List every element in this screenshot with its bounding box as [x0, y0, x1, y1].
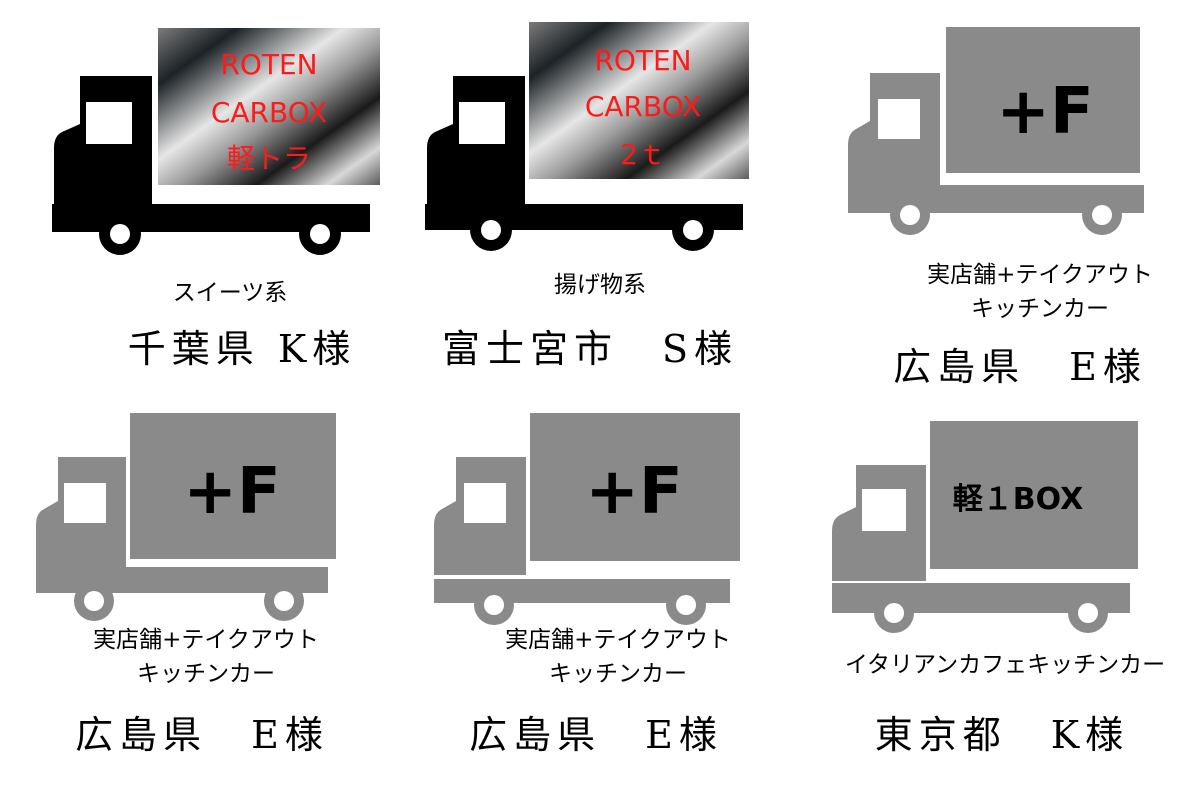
box-label: 軽１BOX	[953, 482, 1083, 517]
truck-illustration-6: 軽１BOX	[832, 421, 1138, 633]
truck-cab-window	[459, 102, 505, 144]
box-label-line-2: CARBOX	[585, 90, 701, 123]
truck-cab-window	[862, 489, 906, 531]
box-label: +F	[996, 75, 1093, 149]
category-line: 実店舗+テイクアウト	[927, 262, 1153, 288]
truck-illustration-1: ROTEN CARBOX 軽トラ	[52, 28, 380, 255]
truck-cargo-box	[130, 413, 336, 559]
customer-name-3: 広島県 E様	[893, 345, 1147, 389]
customer-name-1: 千葉県 K様	[127, 327, 357, 371]
category-caption-6: イタリアンカフェキッチンカー	[820, 648, 1190, 682]
category-line: 揚げ物系	[554, 272, 646, 298]
box-label: +F	[585, 455, 682, 529]
category-caption-3: 実店舗+テイクアウト キッチンカー	[900, 258, 1180, 326]
box-label: +F	[183, 455, 280, 529]
category-caption-2: 揚げ物系	[480, 268, 720, 302]
category-caption-5: 実店舗+テイクアウト キッチンカー	[478, 623, 758, 691]
truck-cab-window	[464, 483, 506, 523]
category-line: キッチンカー	[549, 661, 687, 687]
truck-cargo-box	[946, 27, 1140, 173]
truck-illustration-5: +F	[434, 413, 740, 625]
box-label-line-1: ROTEN	[594, 44, 691, 77]
truck-illustration-2: ROTEN CARBOX 2ｔ	[425, 22, 749, 251]
customer-name-2: 富士宮市 S様	[441, 327, 739, 371]
truck-cargo-box	[930, 421, 1138, 569]
category-line: キッチンカー	[971, 296, 1109, 322]
truck-cab-window	[86, 102, 132, 144]
box-label-line-1: ROTEN	[220, 48, 317, 81]
category-caption-1: スイーツ系	[100, 276, 360, 310]
category-line: キッチンカー	[137, 661, 275, 687]
truck-cargo-box	[158, 28, 380, 185]
category-caption-4: 実店舗+テイクアウト キッチンカー	[66, 623, 346, 691]
truck-illustration-4: +F	[36, 413, 336, 621]
box-label-line-3: 軽トラ	[227, 142, 311, 175]
category-line: 実店舗+テイクアウト	[505, 627, 731, 653]
customer-name-6: 東京都 K様	[874, 713, 1130, 757]
customer-name-4: 広島県 E様	[75, 713, 329, 757]
truck-cargo-box	[529, 22, 749, 179]
truck-cab-window	[64, 483, 106, 523]
box-label-line-2: CARBOX	[211, 96, 327, 129]
truck-illustration-3: +F	[848, 27, 1144, 235]
category-line: 実店舗+テイクアウト	[93, 627, 319, 653]
category-line: スイーツ系	[172, 280, 288, 306]
truck-cargo-box	[530, 413, 740, 561]
category-line: イタリアンカフェキッチンカー	[844, 652, 1166, 678]
box-label-line-3: 2ｔ	[620, 138, 666, 171]
truck-cab-window	[878, 99, 920, 139]
customer-name-5: 広島県 E様	[469, 713, 723, 757]
